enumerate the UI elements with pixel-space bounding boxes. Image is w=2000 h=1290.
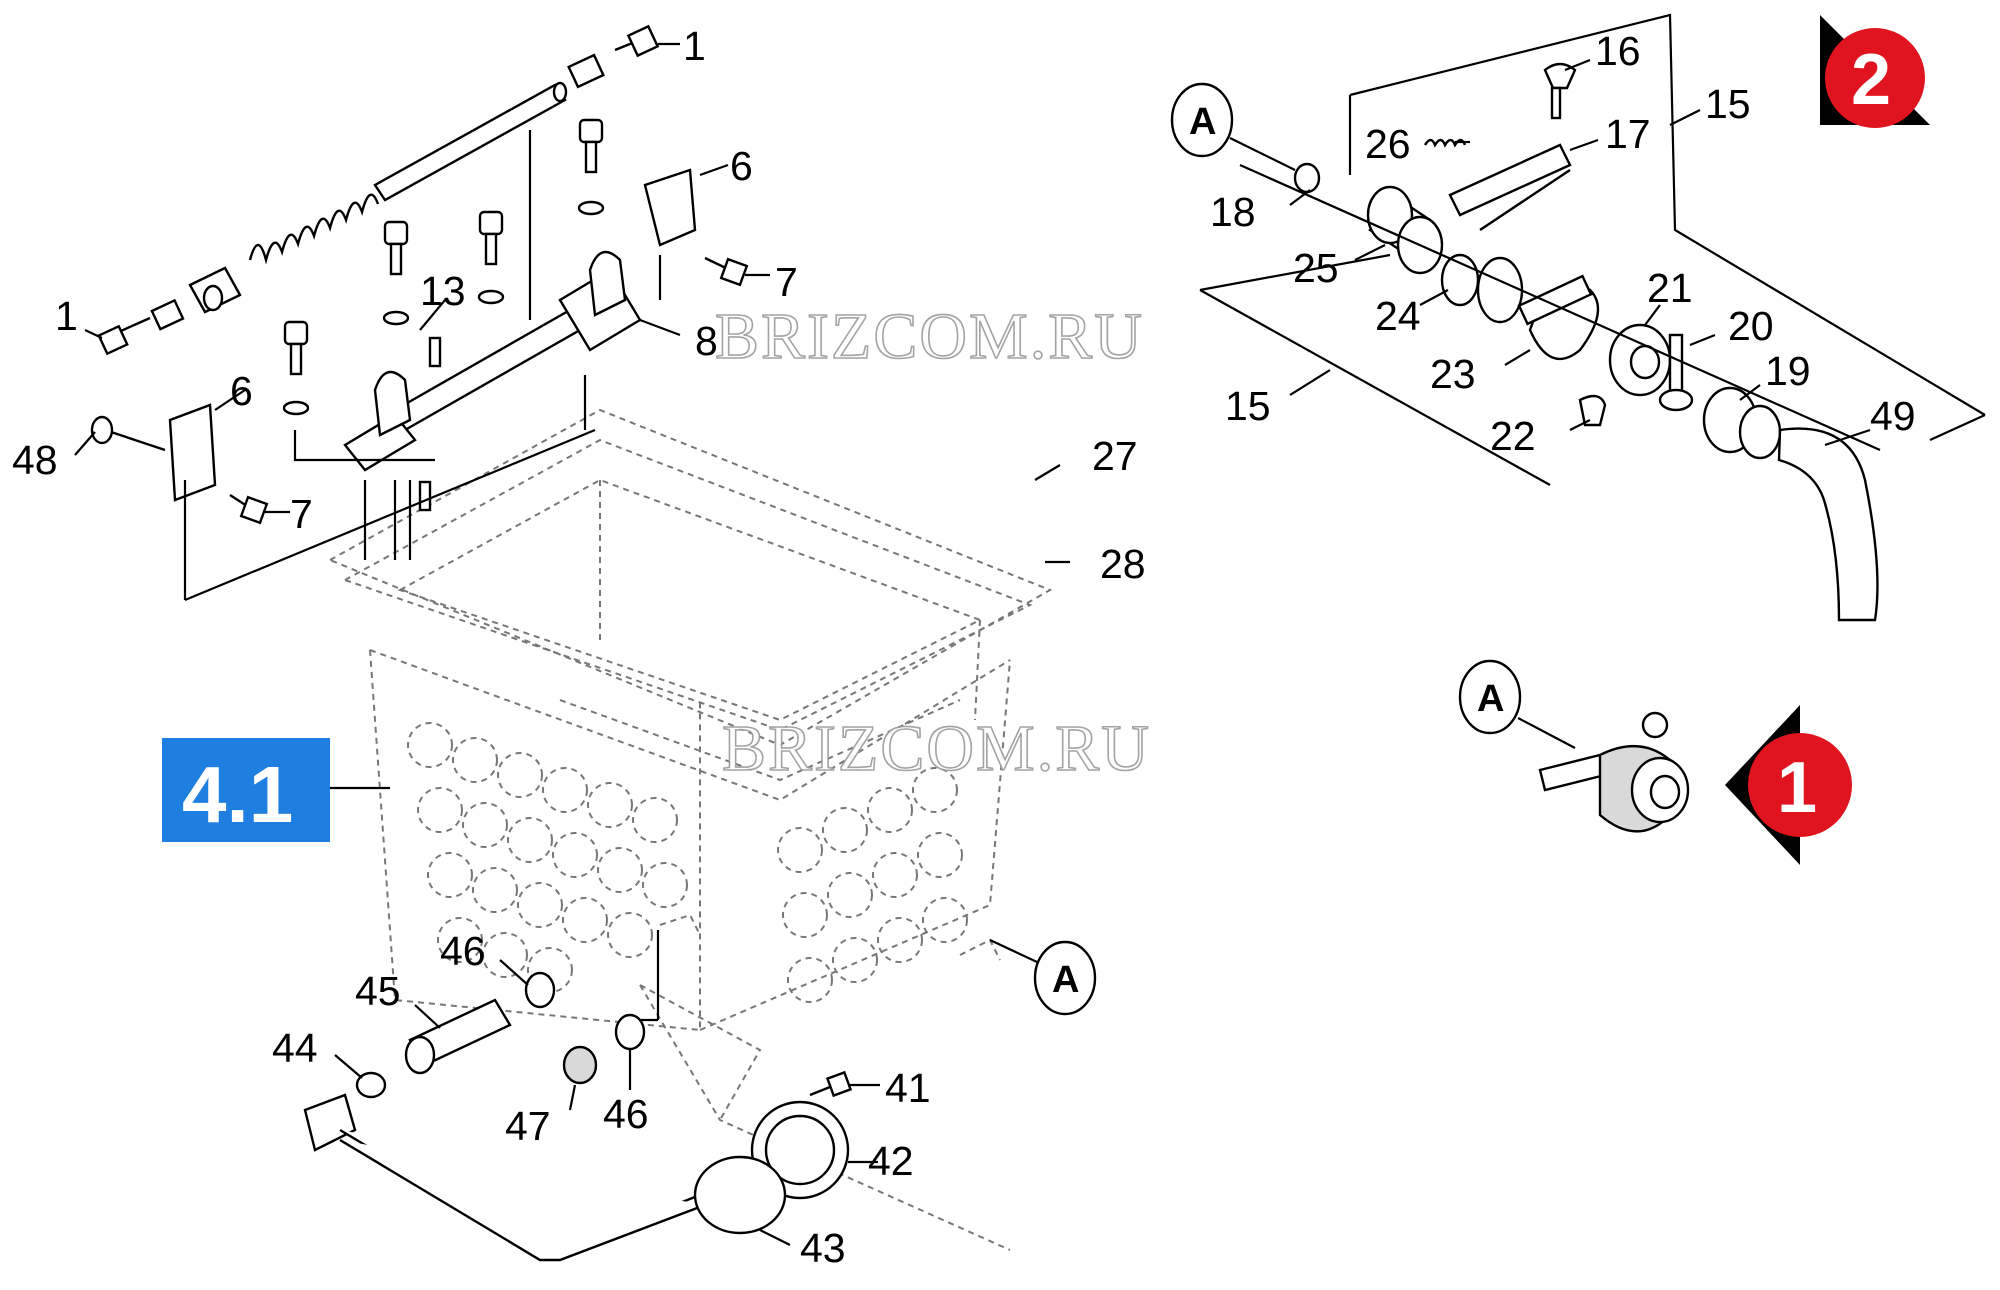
part-label: 15 bbox=[1225, 383, 1271, 429]
reference-marker-a-top: A bbox=[1170, 82, 1296, 171]
part-label: 7 bbox=[290, 491, 313, 537]
part-label: 24 bbox=[1375, 293, 1421, 339]
part-label: 28 bbox=[1100, 541, 1146, 587]
spacer-top bbox=[567, 53, 605, 89]
part-label: 46 bbox=[440, 928, 486, 974]
pipe-cap bbox=[303, 1093, 357, 1152]
hinge-rod bbox=[373, 83, 567, 202]
valve-assembly bbox=[1199, 13, 1986, 622]
part-label: 20 bbox=[1728, 303, 1774, 349]
svg-text:A: A bbox=[1189, 101, 1216, 143]
part-label: 44 bbox=[272, 1025, 318, 1071]
drain-assembly bbox=[303, 930, 853, 1262]
leader-lines bbox=[74, 42, 1871, 1246]
watermark: BRIZCOM.RU BRIZCOM.RU bbox=[714, 299, 1151, 786]
plug-47 bbox=[562, 1045, 598, 1085]
part-label: 18 bbox=[1210, 189, 1256, 235]
part-label: 17 bbox=[1605, 111, 1651, 157]
svg-text:BRIZCOM.RU: BRIZCOM.RU bbox=[722, 712, 1151, 785]
svg-text:4.1: 4.1 bbox=[182, 750, 293, 839]
part-label: 6 bbox=[230, 368, 253, 414]
part-label: 45 bbox=[355, 968, 401, 1014]
o-ring-44 bbox=[355, 1071, 387, 1099]
part-label: 1 bbox=[683, 23, 706, 69]
part-label: 41 bbox=[885, 1065, 931, 1111]
part-label: 46 bbox=[603, 1091, 649, 1137]
part-label: 43 bbox=[800, 1225, 846, 1271]
hose-49 bbox=[1777, 427, 1879, 622]
section-badge[interactable]: 4.1 bbox=[162, 738, 390, 842]
screws bbox=[282, 118, 605, 512]
svg-text:BRIZCOM.RU: BRIZCOM.RU bbox=[715, 300, 1144, 373]
part-label: 19 bbox=[1765, 348, 1811, 394]
part-label: 8 bbox=[695, 318, 718, 364]
part-label: 16 bbox=[1595, 28, 1641, 74]
latch-bracket-right bbox=[643, 168, 697, 247]
reference-marker-a-tank: A bbox=[989, 939, 1097, 1016]
svg-text:A: A bbox=[1477, 678, 1504, 720]
part-label: 22 bbox=[1490, 413, 1536, 459]
part-label: 48 bbox=[12, 437, 58, 483]
svg-text:2: 2 bbox=[1851, 40, 1891, 120]
hinge-block-left bbox=[373, 370, 412, 437]
nav-badge-1[interactable]: 1 bbox=[1725, 705, 1852, 865]
spacer bbox=[150, 298, 185, 331]
part-label: 25 bbox=[1293, 245, 1339, 291]
part-label: 27 bbox=[1092, 433, 1138, 479]
reference-marker-a-detail: A bbox=[1458, 659, 1576, 749]
hinge-block-right bbox=[588, 250, 627, 317]
part-label: 7 bbox=[775, 259, 798, 305]
latch-bracket-left bbox=[168, 403, 217, 502]
part-labels: 1 1 6 7 13 8 6 48 7 27 28 46 45 44 47 46… bbox=[12, 23, 1916, 1271]
washer-46b bbox=[614, 1013, 646, 1051]
svg-text:A: A bbox=[1052, 959, 1079, 1001]
part-label: 1 bbox=[55, 293, 78, 339]
tank-outline bbox=[327, 408, 1053, 1251]
svg-text:1: 1 bbox=[1777, 748, 1817, 828]
hinge-assembly bbox=[90, 24, 749, 602]
washer-46a bbox=[524, 971, 556, 1009]
screw-41 bbox=[825, 1070, 853, 1098]
nav-badge-2[interactable]: 2 bbox=[1820, 15, 1930, 128]
valve-detail bbox=[1538, 711, 1690, 833]
tank-perforation bbox=[407, 722, 968, 1003]
part-label: 42 bbox=[868, 1138, 914, 1184]
part-label: 13 bbox=[420, 268, 466, 314]
part-label: 26 bbox=[1365, 121, 1411, 167]
part-label: 6 bbox=[730, 143, 753, 189]
part-label: 47 bbox=[505, 1103, 551, 1149]
part-label: 49 bbox=[1870, 393, 1916, 439]
part-label: 15 bbox=[1705, 81, 1751, 127]
hinge-spring bbox=[248, 193, 380, 265]
part-label: 23 bbox=[1430, 351, 1476, 397]
part-label: 21 bbox=[1647, 265, 1693, 311]
gasket-43 bbox=[693, 1155, 787, 1235]
